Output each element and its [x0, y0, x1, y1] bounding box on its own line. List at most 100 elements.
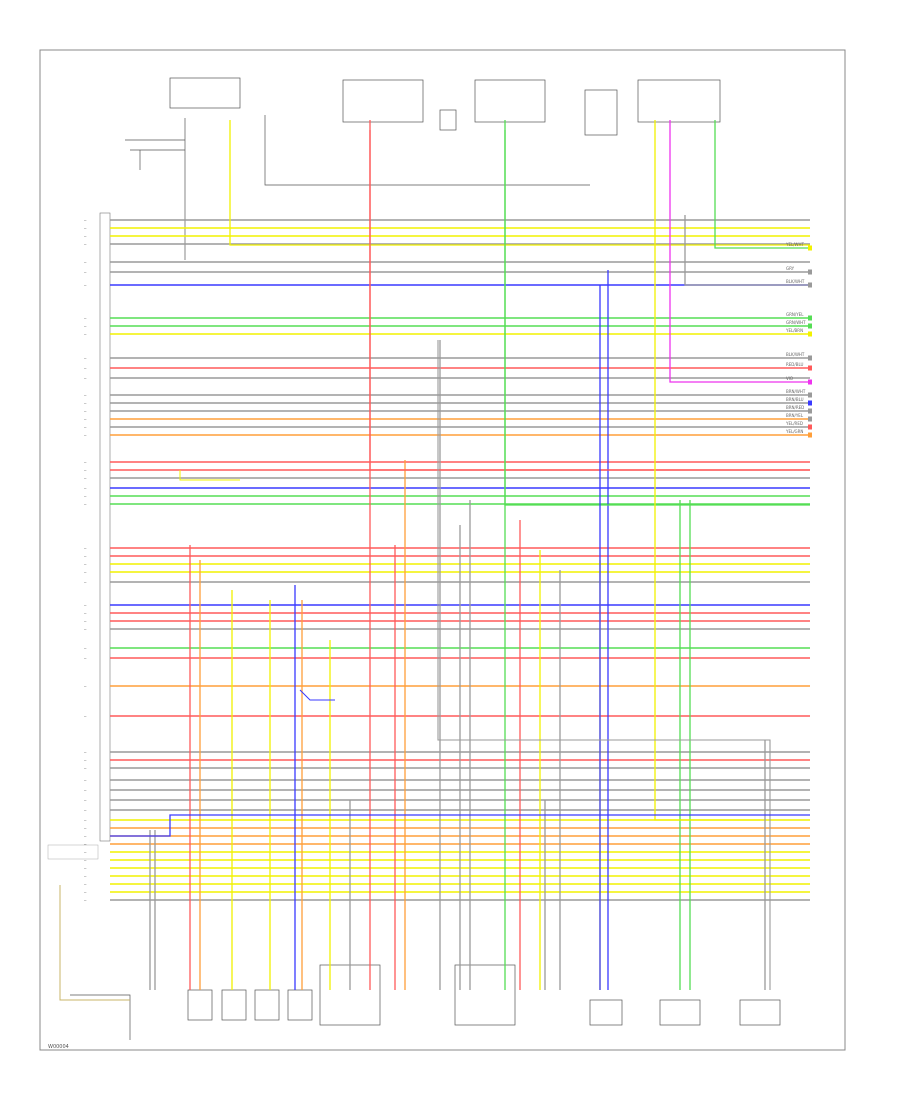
coil-feed — [684, 215, 810, 286]
wire-layer — [59, 120, 810, 1001]
ecm-pin-label: — — [84, 409, 87, 414]
injector-1 — [187, 989, 213, 1021]
legend-wire-code: GRN/YEL — [786, 312, 804, 317]
ecm-pin-label: — — [84, 316, 87, 321]
legend-wire-code: GRN/WHT — [786, 320, 806, 325]
ecm-pin-label: — — [84, 808, 87, 813]
ecm-pin-label: — — [84, 834, 87, 839]
ecm-pin-label: — — [84, 798, 87, 803]
fuse-block — [439, 109, 457, 131]
ecm-pin-label: — — [84, 750, 87, 755]
ecm-pin-label: — — [84, 818, 87, 823]
ecm-pin-label: — — [84, 788, 87, 793]
ecm-pin-label: — — [84, 898, 87, 903]
ecm-pin-label: — — [84, 778, 87, 783]
legend-swatch — [808, 379, 812, 385]
knock-sensor-2 — [454, 964, 516, 1026]
ecm-pin-label: — — [84, 842, 87, 847]
legend-wire-code: BRN/WHT — [786, 389, 806, 394]
legend-wire-code: RED/BLU — [786, 362, 804, 367]
ecm-pin-label: — — [84, 494, 87, 499]
legend-swatch — [808, 245, 812, 251]
legend-swatch — [808, 400, 812, 406]
ecm-pin-label: — — [84, 226, 87, 231]
ecm-pin-label: — — [84, 850, 87, 855]
wire-legend: YEL/WHT GRY BLK/WHT GRN/YEL GRN/WHT YEL/BRN BL… — [785, 242, 812, 438]
ecm-pin-label: — — [84, 619, 87, 624]
ecm-pin-label: — — [84, 826, 87, 831]
coil-feed — [504, 120, 810, 506]
legend-swatch — [808, 432, 812, 438]
legend-wire-code: YEL/BRN — [785, 328, 803, 333]
legend-wire-code: BLK/WHT — [786, 279, 805, 284]
legend-wire-code: BRN/BLU — [786, 397, 804, 402]
ecm-pin-label: — — [84, 324, 87, 329]
engine-control-module — [99, 212, 111, 842]
ecm-pin-label: — — [84, 401, 87, 406]
legend-wire-code: YEL/WHT — [785, 242, 805, 247]
ecm-pin-label: — — [84, 874, 87, 879]
ecm-pin-label: — — [84, 646, 87, 651]
ecm-pin-label: — — [84, 218, 87, 223]
ecm-pin-label: — — [84, 270, 87, 275]
ecm-pin-label: — — [84, 376, 87, 381]
diagram-border — [39, 49, 846, 1051]
crankshaft-sensor — [584, 89, 618, 136]
ecm-pin-label: — — [84, 627, 87, 632]
diagram-id: W00004 — [48, 1044, 69, 1050]
legend-wire-code: VIO — [786, 376, 793, 381]
legend-wire-code: GRY — [786, 266, 795, 271]
ecm-pin-label: — — [84, 611, 87, 616]
sensor-feed — [437, 340, 771, 990]
coil-feed — [654, 120, 760, 821]
legend-swatch — [808, 408, 812, 414]
ecm-pin-label: — — [84, 393, 87, 398]
ecm-pin-label: — — [84, 570, 87, 575]
ecm-pin-label: — — [84, 656, 87, 661]
injector-2 — [221, 989, 247, 1021]
ecm-pin-label: — — [84, 562, 87, 567]
ignition-coil-2 — [474, 79, 546, 123]
coil-feed — [669, 120, 810, 383]
ecm-pin-label: — — [84, 366, 87, 371]
coil-feed — [369, 120, 810, 471]
map-sensor — [739, 999, 781, 1026]
ecm-pin-label: — — [84, 882, 87, 887]
ecm-pin-label: — — [84, 554, 87, 559]
ecm-pin-label: — — [84, 890, 87, 895]
bottom-components — [59, 900, 781, 1040]
top-components — [125, 77, 721, 260]
ecm-pin-label: — — [84, 260, 87, 265]
legend-swatch — [808, 269, 812, 275]
ecm-pin-label: — — [84, 714, 87, 719]
ecm-pin-label: — — [84, 356, 87, 361]
legend-swatch — [808, 315, 812, 321]
ecm-pin-label: — — [84, 468, 87, 473]
legend-wire-code: YEL/GRN — [785, 429, 803, 434]
ecm-pin-label: — — [84, 417, 87, 422]
legend-swatch — [808, 424, 812, 430]
ecm-pin-label: — — [84, 234, 87, 239]
ecm-pin-label: — — [84, 433, 87, 438]
ecm-pin-label: — — [84, 476, 87, 481]
injector-4 — [287, 989, 313, 1021]
ecm-pin-label: — — [84, 603, 87, 608]
ignition-coil-4 — [637, 79, 721, 123]
ecm-pin-label: — — [84, 766, 87, 771]
coil-feed — [229, 120, 810, 246]
ground — [59, 885, 130, 1001]
ecm-pin-label: — — [84, 502, 87, 507]
legend-wire-code: BLK/WHT — [786, 352, 805, 357]
pin-labels: — — — — — — — — — — — — — — — — — — — — — — — — — — — — — — — — — — — — — — — —… — [84, 218, 87, 903]
ecm-pin-label: — — [84, 283, 87, 288]
ecm-pin-label: — — [84, 332, 87, 337]
legend-swatch — [808, 365, 812, 371]
legend-swatch — [808, 392, 812, 398]
stub — [299, 689, 335, 701]
engine-control-module-label — [47, 844, 99, 860]
o2-sensor-1 — [589, 999, 623, 1026]
legend-swatch — [808, 355, 812, 361]
legend-swatch — [808, 323, 812, 329]
ecm-pin-label: — — [84, 460, 87, 465]
ecm-pin-label: — — [84, 866, 87, 871]
